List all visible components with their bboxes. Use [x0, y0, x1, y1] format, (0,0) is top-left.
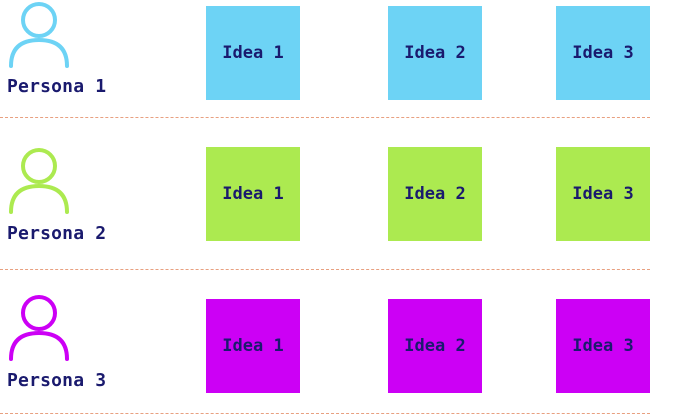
- row-divider: [0, 269, 650, 270]
- row-divider: [0, 117, 650, 118]
- persona-label: Persona 1: [7, 76, 107, 97]
- sticky-note[interactable]: Idea 2: [388, 299, 482, 393]
- person-icon: [9, 148, 69, 214]
- sticky-note[interactable]: Idea 1: [206, 299, 300, 393]
- sticky-note[interactable]: Idea 3: [556, 6, 650, 100]
- row-divider: [0, 413, 650, 414]
- persona-label: Persona 3: [7, 370, 107, 391]
- sticky-note[interactable]: Idea 1: [206, 6, 300, 100]
- sticky-note[interactable]: Idea 1: [206, 147, 300, 241]
- persona-label: Persona 2: [7, 223, 107, 244]
- sticky-note[interactable]: Idea 2: [388, 6, 482, 100]
- person-icon: [9, 295, 69, 361]
- sticky-note[interactable]: Idea 2: [388, 147, 482, 241]
- sticky-note[interactable]: Idea 3: [556, 147, 650, 241]
- person-icon: [9, 2, 69, 68]
- sticky-note[interactable]: Idea 3: [556, 299, 650, 393]
